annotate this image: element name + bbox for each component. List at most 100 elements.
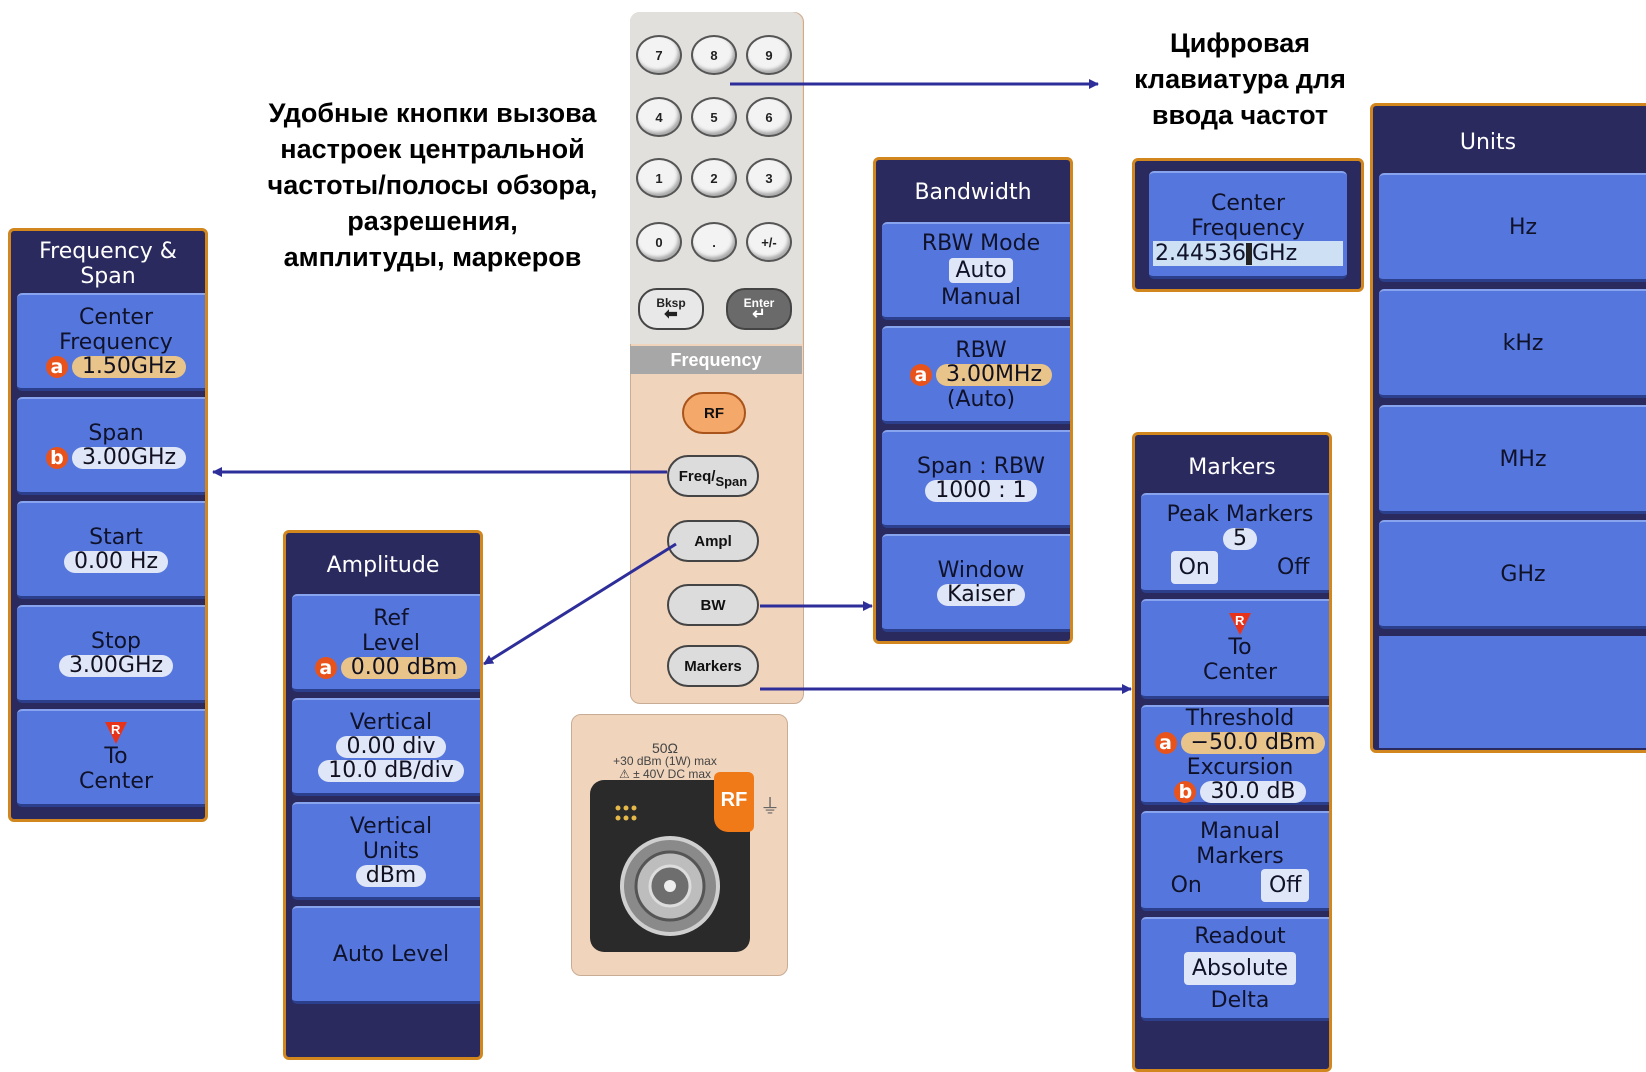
key-2[interactable]: 2 <box>691 158 737 198</box>
start-button[interactable]: Start 0.00 Hz <box>17 501 205 599</box>
button-label: Threshold <box>1185 705 1295 731</box>
key-9[interactable]: 9 <box>746 35 792 75</box>
ref-level-button[interactable]: Ref Level a 0.00 dBm <box>292 594 480 692</box>
center-frequency-button[interactable]: Center Frequency a 1.50GHz <box>17 293 205 391</box>
units-mhz-button[interactable]: MHz <box>1379 405 1646 514</box>
knob-a-tag: a <box>45 355 68 378</box>
key-7[interactable]: 7 <box>636 35 682 75</box>
peak-markers-button[interactable]: Peak Markers 5 On Off <box>1141 493 1329 593</box>
vertical-scale-value: 10.0 dB/div <box>318 760 464 782</box>
button-label: Center <box>78 768 154 794</box>
rbw-mode-button[interactable]: RBW Mode Auto Manual <box>882 222 1070 320</box>
value-row: a 1.50GHz <box>45 355 187 379</box>
vertical-button[interactable]: Vertical 0.00 div 10.0 dB/div <box>292 698 480 796</box>
impedance-text: 50Ω <box>651 740 679 756</box>
enter-return-icon: ↵ <box>752 306 766 323</box>
ref-level-value: 0.00 dBm <box>340 656 468 679</box>
key-8[interactable]: 8 <box>691 35 737 75</box>
button-label: Start <box>89 525 143 550</box>
backspace-key[interactable]: Bksp ⬅ <box>638 288 704 330</box>
threshold-excursion-button[interactable]: Threshold a −50.0 dBm Excursion b 30.0 d… <box>1141 705 1329 805</box>
manual-markers-button[interactable]: Manual Markers On Off <box>1141 811 1329 911</box>
caption-line: ввода частот <box>1151 100 1329 130</box>
vertical-units-button[interactable]: Vertical Units dBm <box>292 802 480 900</box>
span-rbw-value: 1000 : 1 <box>925 480 1037 502</box>
button-label: Ref <box>373 605 409 631</box>
auto-level-button[interactable]: Auto Level <box>292 906 480 1004</box>
button-label: Manual <box>1200 819 1280 844</box>
frequency-section-label: Frequency <box>630 346 802 374</box>
rbw-button[interactable]: RBW a 3.00MHz (Auto) <box>882 326 1070 424</box>
window-value: Kaiser <box>937 584 1025 606</box>
button-label: MHz <box>1499 446 1547 472</box>
vertical-div-value: 0.00 div <box>336 736 446 758</box>
button-label: Readout <box>1194 924 1286 949</box>
readout-button[interactable]: Readout Absolute Delta <box>1141 917 1329 1021</box>
button-label: To <box>1228 634 1252 660</box>
span-button[interactable]: Span b 3.00GHz <box>17 397 205 495</box>
button-label: Center <box>1202 659 1278 685</box>
center-frequency-value: 1.50GHz <box>71 355 187 378</box>
caption-line: Удобные кнопки вызова <box>268 98 597 128</box>
key-0[interactable]: 0 <box>636 222 682 262</box>
units-khz-button[interactable]: kHz <box>1379 289 1646 398</box>
enter-key[interactable]: Enter ↵ <box>726 288 792 330</box>
key-1[interactable]: 1 <box>636 158 682 198</box>
caption-line: разрешения, <box>347 206 518 236</box>
freq-span-label-b: Span <box>715 473 748 489</box>
key-decimal[interactable]: . <box>691 222 737 262</box>
bw-button[interactable]: BW <box>667 584 759 626</box>
to-center-button[interactable]: R To Center <box>17 709 205 807</box>
marker-letter: R <box>1235 612 1245 628</box>
units-empty-slot <box>1379 636 1646 748</box>
knob-a-tag: a <box>909 363 932 386</box>
key-5[interactable]: 5 <box>691 97 737 137</box>
max-power-text: +30 dBm (1W) max <box>613 754 717 768</box>
bandwidth-menu: Bandwidth RBW Mode Auto Manual RBW a 3.0… <box>873 157 1073 644</box>
key-plus-minus[interactable]: +/- <box>746 222 792 262</box>
units-hz-button[interactable]: Hz <box>1379 173 1646 282</box>
key-3[interactable]: 3 <box>746 158 792 198</box>
rbw-mode-auto-option: Auto <box>949 258 1013 283</box>
button-label: kHz <box>1502 330 1544 356</box>
ampl-button[interactable]: Ampl <box>667 520 759 562</box>
button-label: Level <box>361 630 421 656</box>
warning-icon: ⚠ <box>618 767 634 781</box>
key-6[interactable]: 6 <box>746 97 792 137</box>
menu-title: Markers <box>1188 455 1276 480</box>
knob-a-tag: a <box>1154 731 1177 754</box>
stop-button[interactable]: Stop 3.00GHz <box>17 605 205 703</box>
to-center-button[interactable]: R To Center <box>1141 599 1329 699</box>
max-dc-text: ⚠ ± 40V DC max <box>590 768 740 781</box>
manual-off-option: Off <box>1260 869 1310 902</box>
key-4[interactable]: 4 <box>636 97 682 137</box>
backspace-label: Bksp <box>656 296 686 310</box>
rf-connector-icon <box>615 805 720 936</box>
units-menu: Units Hz kHz MHz GHz <box>1370 103 1646 753</box>
markers-menu: Markers Peak Markers 5 On Off R To Cente… <box>1132 432 1332 1072</box>
button-label: Frequency <box>59 329 173 355</box>
peak-off-option: Off <box>1276 554 1310 580</box>
markers-button[interactable]: Markers <box>667 645 759 687</box>
units-ghz-button[interactable]: GHz <box>1379 520 1646 629</box>
rf-button[interactable]: RF <box>682 392 746 434</box>
window-button[interactable]: Window Kaiser <box>882 534 1070 632</box>
button-label: Excursion <box>1186 754 1294 780</box>
freq-span-button[interactable]: Freq/Span <box>667 455 759 497</box>
button-label: Center <box>1210 191 1286 216</box>
button-label: Frequency <box>1191 216 1305 241</box>
button-label: Span <box>88 421 144 446</box>
span-rbw-button[interactable]: Span : RBW 1000 : 1 <box>882 430 1070 528</box>
marker-letter: R <box>111 721 121 737</box>
caption-line: Цифровая <box>1170 28 1310 58</box>
start-value: 0.00 Hz <box>63 551 169 573</box>
menu-title: Bandwidth <box>914 180 1032 205</box>
rbw-mode-manual-option: Manual <box>941 285 1021 310</box>
button-label: Hz <box>1508 214 1538 240</box>
button-label: Stop <box>90 629 141 654</box>
value-row: a 3.00MHz <box>909 363 1053 387</box>
